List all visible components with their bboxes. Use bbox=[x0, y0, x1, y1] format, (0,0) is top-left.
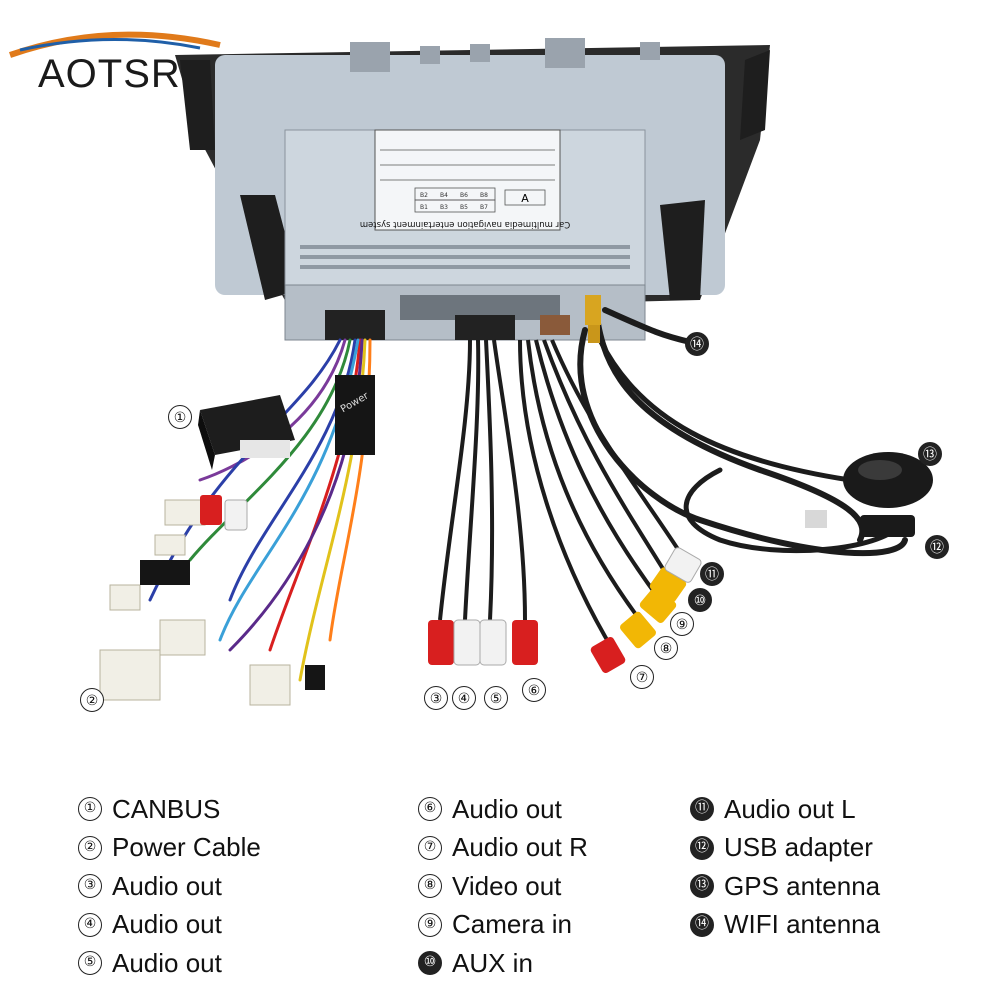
legend-label: AUX in bbox=[452, 947, 533, 978]
av-cables bbox=[518, 339, 687, 647]
callout-audio-out-l: ⑪ bbox=[700, 562, 724, 586]
usb-adapter bbox=[860, 515, 915, 537]
legend-label: WIFI antenna bbox=[724, 909, 881, 940]
panel-connector-a: A bbox=[521, 192, 529, 205]
legend-column-2: ⑥ Audio out ⑦ Audio out R ⑧ Video out ⑨ Came… bbox=[418, 790, 588, 983]
legend-item: ② Power Cable bbox=[78, 829, 261, 868]
legend-label: Power Cable bbox=[112, 832, 261, 863]
callout-audio-out-4: ④ bbox=[452, 686, 476, 710]
legend-num: ⑨ bbox=[418, 912, 442, 937]
legend-num: ⑭ bbox=[690, 912, 714, 937]
callout-power-cable: ② bbox=[80, 688, 104, 712]
callout-aux-in: ⑩ bbox=[688, 588, 712, 612]
legend-item: ⑥ Audio out bbox=[418, 790, 588, 829]
legend-num: ② bbox=[78, 835, 102, 860]
legend-label: CANBUS bbox=[112, 793, 221, 824]
legend-item: ① CANBUS bbox=[78, 790, 261, 829]
legend-column-3: ⑪ Audio out L ⑫ USB adapter ⑬ GPS antenna ⑭… bbox=[690, 790, 880, 944]
callout-audio-out-r: ⑦ bbox=[630, 665, 654, 689]
legend-item: ⑭ WIFI antenna bbox=[690, 906, 880, 945]
legend-num: ⑪ bbox=[690, 797, 714, 822]
legend-num: ④ bbox=[78, 912, 102, 937]
legend-num: ③ bbox=[78, 874, 102, 899]
legend-item: ⑬ GPS antenna bbox=[690, 867, 880, 906]
rca-plugs-av bbox=[590, 547, 702, 674]
pin-label: B3 bbox=[440, 204, 448, 211]
legend-label: Audio out bbox=[452, 793, 562, 824]
callout-wifi-antenna: ⑭ bbox=[685, 332, 709, 356]
rca-plugs-audio-out bbox=[428, 619, 538, 666]
pin-label: B6 bbox=[460, 192, 468, 199]
legend-num: ⑥ bbox=[418, 797, 442, 822]
legend-item: ⑤ Audio out bbox=[78, 944, 261, 983]
legend-label: USB adapter bbox=[724, 832, 873, 863]
product-photo: A B2 B4 B6 B8 B1 B3 B5 B7 Car multimedia… bbox=[9, 31, 933, 706]
pin-label: B1 bbox=[420, 204, 428, 211]
callout-audio-out-3: ③ bbox=[424, 686, 448, 710]
legend-item: ⑦ Audio out R bbox=[418, 829, 588, 868]
panel-title: Car multimedia navigation entertainment … bbox=[360, 219, 570, 229]
legend-label: Audio out bbox=[112, 870, 222, 901]
legend-item: ③ Audio out bbox=[78, 867, 261, 906]
legend-item: ⑧ Video out bbox=[418, 867, 588, 906]
legend-label: Camera in bbox=[452, 909, 572, 940]
legend-num: ⑩ bbox=[418, 951, 442, 976]
callout-gps-antenna: ⑬ bbox=[918, 442, 942, 466]
legend-num: ⑫ bbox=[690, 835, 714, 860]
legend-item: ⑫ USB adapter bbox=[690, 829, 880, 868]
radio-unit: A B2 B4 B6 B8 B1 B3 B5 B7 Car multimedia… bbox=[175, 38, 770, 341]
canbus-box bbox=[198, 395, 295, 470]
callout-camera-in: ⑨ bbox=[670, 612, 694, 636]
legend-label: Audio out L bbox=[724, 793, 856, 824]
legend-label: Audio out bbox=[112, 947, 222, 978]
legend-label: Audio out bbox=[112, 909, 222, 940]
legend-item: ⑪ Audio out L bbox=[690, 790, 880, 829]
callout-canbus: ① bbox=[168, 405, 192, 429]
callout-audio-out-6: ⑥ bbox=[522, 678, 546, 702]
legend-item: ⑨ Camera in bbox=[418, 906, 588, 945]
legend-num: ⑬ bbox=[690, 874, 714, 899]
audio-out-cables bbox=[438, 339, 527, 621]
callout-audio-out-5: ⑤ bbox=[484, 686, 508, 710]
callout-usb-adapter: ⑫ bbox=[925, 535, 949, 559]
brand-logo: AOTSR bbox=[38, 52, 181, 96]
legend-label: Video out bbox=[452, 870, 562, 901]
legend-label: GPS antenna bbox=[724, 870, 881, 901]
legend-num: ⑧ bbox=[418, 874, 442, 899]
pin-label: B8 bbox=[480, 192, 488, 199]
legend-num: ⑦ bbox=[418, 835, 442, 860]
pin-label: B7 bbox=[480, 204, 488, 211]
power-connectors bbox=[99, 499, 291, 706]
legend-item: ④ Audio out bbox=[78, 906, 261, 945]
pin-label: B2 bbox=[420, 192, 428, 199]
legend-num: ⑤ bbox=[78, 951, 102, 976]
legend-label: Audio out R bbox=[452, 832, 588, 863]
antenna-cables bbox=[577, 297, 908, 557]
pin-label: B5 bbox=[460, 204, 468, 211]
callout-video-out: ⑧ bbox=[654, 636, 678, 660]
legend-column-1: ① CANBUS ② Power Cable ③ Audio out ④ Audio o… bbox=[78, 790, 261, 983]
legend-item: ⑩ AUX in bbox=[418, 944, 588, 983]
pin-label: B4 bbox=[440, 192, 448, 199]
legend-num: ① bbox=[78, 797, 102, 822]
